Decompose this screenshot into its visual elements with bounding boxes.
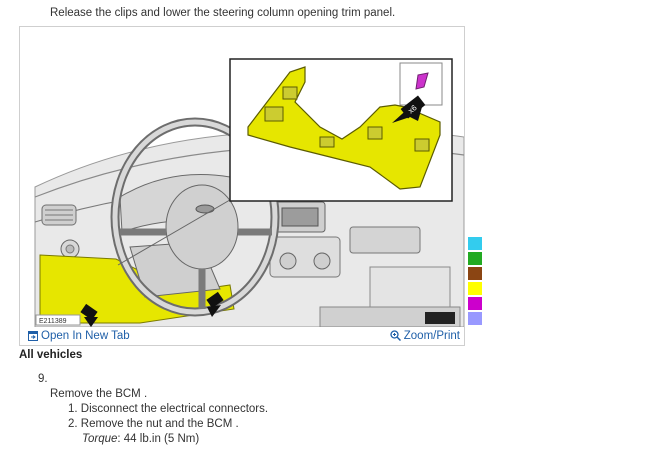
torque-spec: Torque: 44 lb.in (5 Nm) [82,432,199,446]
inset-part-locator [415,72,429,90]
zoom-print-link[interactable]: Zoom/Print [390,327,460,345]
section-label: All vehicles [19,349,83,361]
torque-value: : 44 lb.in (5 Nm) [117,433,200,445]
clip-arrow-icon [80,303,98,327]
step-number: 9. [38,373,48,385]
figure-panel: E211389 x6 Open In New Tab [19,26,465,346]
color-swatch-brown [467,266,483,281]
clip-arrow-icon [206,291,224,317]
callout-leader-line [117,196,236,266]
torque-label: Torque [82,433,118,445]
zoom-print-label: Zoom/Print [403,330,460,342]
color-legend [467,236,483,326]
color-swatch-cyan [467,236,483,251]
substep-item: 2. Remove the nut and the BCM . [68,418,239,430]
dashboard-illustration[interactable]: E211389 x6 [20,27,464,327]
color-swatch-green [467,251,483,266]
logo-badge [195,204,215,214]
open-tab-icon [28,331,38,341]
detail-inset: x6 [229,58,453,202]
instruction-text: Release the clips and lower the steering… [50,7,396,19]
color-swatch-magenta [467,296,483,311]
floor-mat-edge [425,312,455,324]
step-title: Remove the BCM . [50,388,148,400]
open-in-new-tab-link[interactable]: Open In New Tab [28,327,130,345]
glovebox [369,266,451,308]
right-air-vent [349,226,421,254]
figure-id: E211389 [39,318,67,325]
figure-toolbar: Open In New Tab Zoom/Print [20,327,464,345]
color-swatch-lavender [467,311,483,326]
substep-item: 1. Disconnect the electrical connectors. [68,403,269,415]
steering-wheel-hub [165,184,239,270]
open-in-new-tab-label: Open In New Tab [41,330,130,342]
color-swatch-yellow [467,281,483,296]
zoom-icon [390,330,401,341]
